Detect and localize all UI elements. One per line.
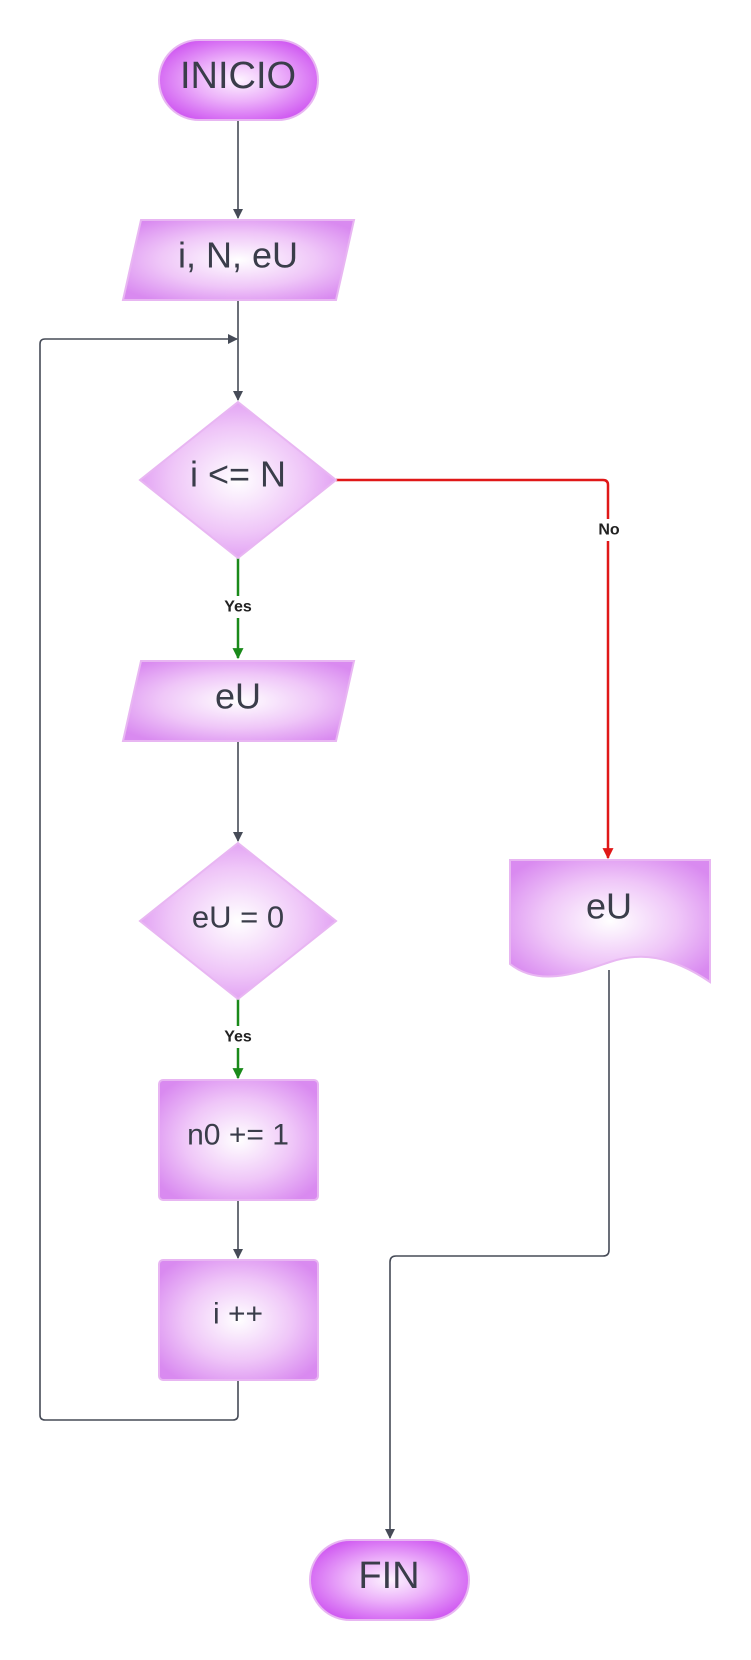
svg-text:No: No xyxy=(598,522,620,539)
arrow-no-to-output xyxy=(336,478,614,860)
end-terminal: FIN xyxy=(309,1539,470,1621)
loop-condition-node: i <= N xyxy=(138,400,338,560)
svg-text:eU: eU xyxy=(215,676,261,717)
read-eu-node: eU xyxy=(121,660,356,742)
svg-text:eU: eU xyxy=(586,886,632,927)
input-variables-node: i, N, eU xyxy=(121,219,356,301)
svg-text:eU = 0: eU = 0 xyxy=(192,900,284,935)
svg-text:n0 += 1: n0 += 1 xyxy=(187,1119,289,1152)
svg-text:Yes: Yes xyxy=(224,599,252,616)
svg-text:Yes: Yes xyxy=(224,1029,252,1046)
svg-text:INICIO: INICIO xyxy=(180,55,296,97)
svg-text:i ++: i ++ xyxy=(213,1298,263,1331)
start-terminal: INICIO xyxy=(158,39,319,121)
svg-text:i, N, eU: i, N, eU xyxy=(178,235,298,276)
svg-text:i <= N: i <= N xyxy=(190,454,286,495)
edge-label-yes-2: Yes xyxy=(218,1026,258,1048)
increment-i-process: i ++ xyxy=(158,1259,319,1381)
increment-n0-process: n0 += 1 xyxy=(158,1079,319,1201)
svg-text:FIN: FIN xyxy=(358,1555,419,1597)
loop-back-arrow xyxy=(39,334,239,1421)
edge-label-yes-1: Yes xyxy=(218,596,258,618)
output-eu-document: eU xyxy=(509,859,711,984)
zero-check-condition-node: eU = 0 xyxy=(138,841,338,1001)
arrow-output-to-end xyxy=(385,970,610,1539)
edge-label-no: No xyxy=(592,519,626,541)
